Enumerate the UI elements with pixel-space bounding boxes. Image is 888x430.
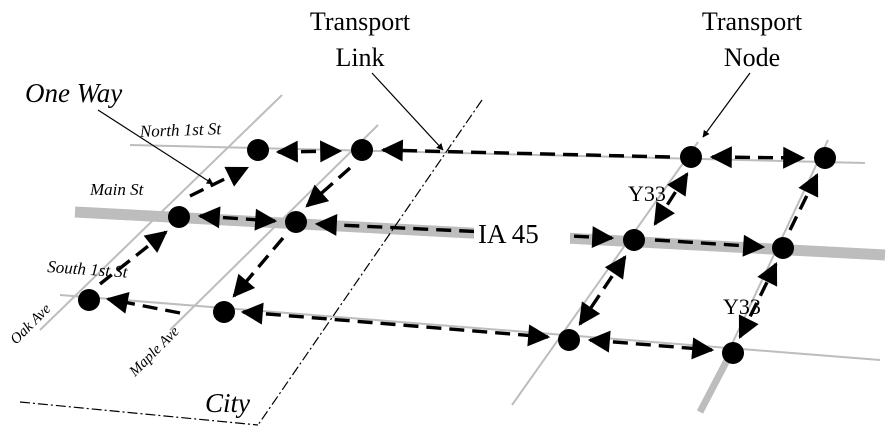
callout-transport-link [371, 72, 444, 151]
oak-ave-label: Oak Ave [8, 301, 55, 348]
node-n10 [213, 301, 235, 323]
link-n5-n6 [197, 206, 278, 231]
node-n12 [722, 342, 744, 364]
callout-one-way [97, 109, 214, 185]
link-n11-n12 [587, 330, 715, 360]
south-1st-st-label: South 1st St [47, 257, 130, 282]
node-n5 [168, 206, 190, 228]
y33-lower-label: Y33 [723, 294, 761, 319]
city-label: City [205, 388, 250, 418]
node-n4 [814, 147, 836, 169]
link-n8-n4 [788, 173, 819, 231]
link-n2-n6 [305, 166, 352, 208]
ia-45-label-bg [474, 216, 570, 246]
callout-transport-node [702, 72, 751, 138]
link-n7-n11 [578, 255, 627, 326]
link-n3-n4 [709, 146, 806, 169]
node-n8 [772, 237, 794, 259]
transport-node-label-line1: Transport [702, 7, 803, 36]
link-n7-n8 [654, 234, 766, 257]
node-n6 [285, 211, 307, 233]
north-1st-st-label: North 1st St [138, 119, 222, 141]
city-boundary-diagonal [257, 99, 483, 426]
link-n10-n11 [240, 302, 551, 347]
y33-upper-label: Y33 [628, 181, 666, 206]
node-n7 [623, 229, 645, 251]
ia-45-label: IA 45 [478, 219, 539, 249]
link-n9-n5 [98, 230, 168, 286]
link-n1-n2 [275, 140, 343, 163]
link-n6-n10 [232, 236, 285, 298]
node-n11 [558, 329, 580, 351]
link-n5-n1 [189, 166, 249, 198]
link-n3-n2 [380, 139, 671, 162]
transport-nodes [78, 139, 836, 364]
main-st-label: Main St [89, 180, 145, 199]
link-n7-n3 [653, 172, 689, 226]
transport-link-label-line2: Link [335, 43, 384, 72]
transport-link-label-line1: Transport [310, 7, 411, 36]
city-boundary-bottom [19, 401, 259, 426]
one-way-label: One Way [25, 78, 122, 108]
link-n10-n9 [105, 291, 181, 315]
link-n12-n8 [738, 262, 778, 339]
node-n9 [78, 289, 100, 311]
city-boundary [19, 99, 483, 426]
road-west-of-y33 [511, 141, 699, 406]
callouts [97, 72, 751, 185]
transport-node-label-line2: Node [724, 43, 780, 72]
node-n1 [247, 139, 269, 161]
node-n2 [351, 139, 373, 161]
maple-ave-label: Maple Ave [126, 323, 183, 380]
node-n3 [680, 146, 702, 168]
